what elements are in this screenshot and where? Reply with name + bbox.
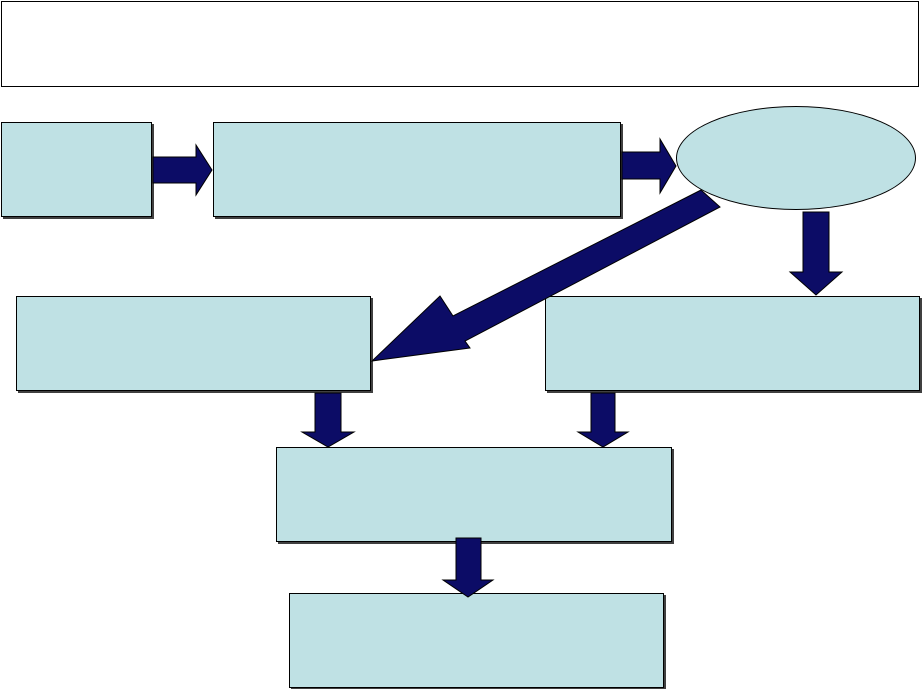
arrow-wide-to-oval xyxy=(621,137,677,195)
node-wide xyxy=(213,122,621,217)
node-final xyxy=(289,593,664,688)
arrow-start-to-wide xyxy=(152,143,213,197)
arrow-merge-to-final xyxy=(441,537,495,598)
arrow-left-to-merge xyxy=(300,392,356,448)
arrow-right-to-merge xyxy=(576,392,630,448)
node-oval xyxy=(676,106,916,210)
arrow-oval-to-right xyxy=(788,211,844,296)
node-right xyxy=(545,296,920,391)
arrow-oval-to-left xyxy=(370,189,721,362)
node-merge xyxy=(276,447,672,542)
title-box xyxy=(1,1,919,87)
node-start xyxy=(1,122,152,217)
node-left xyxy=(16,296,371,391)
